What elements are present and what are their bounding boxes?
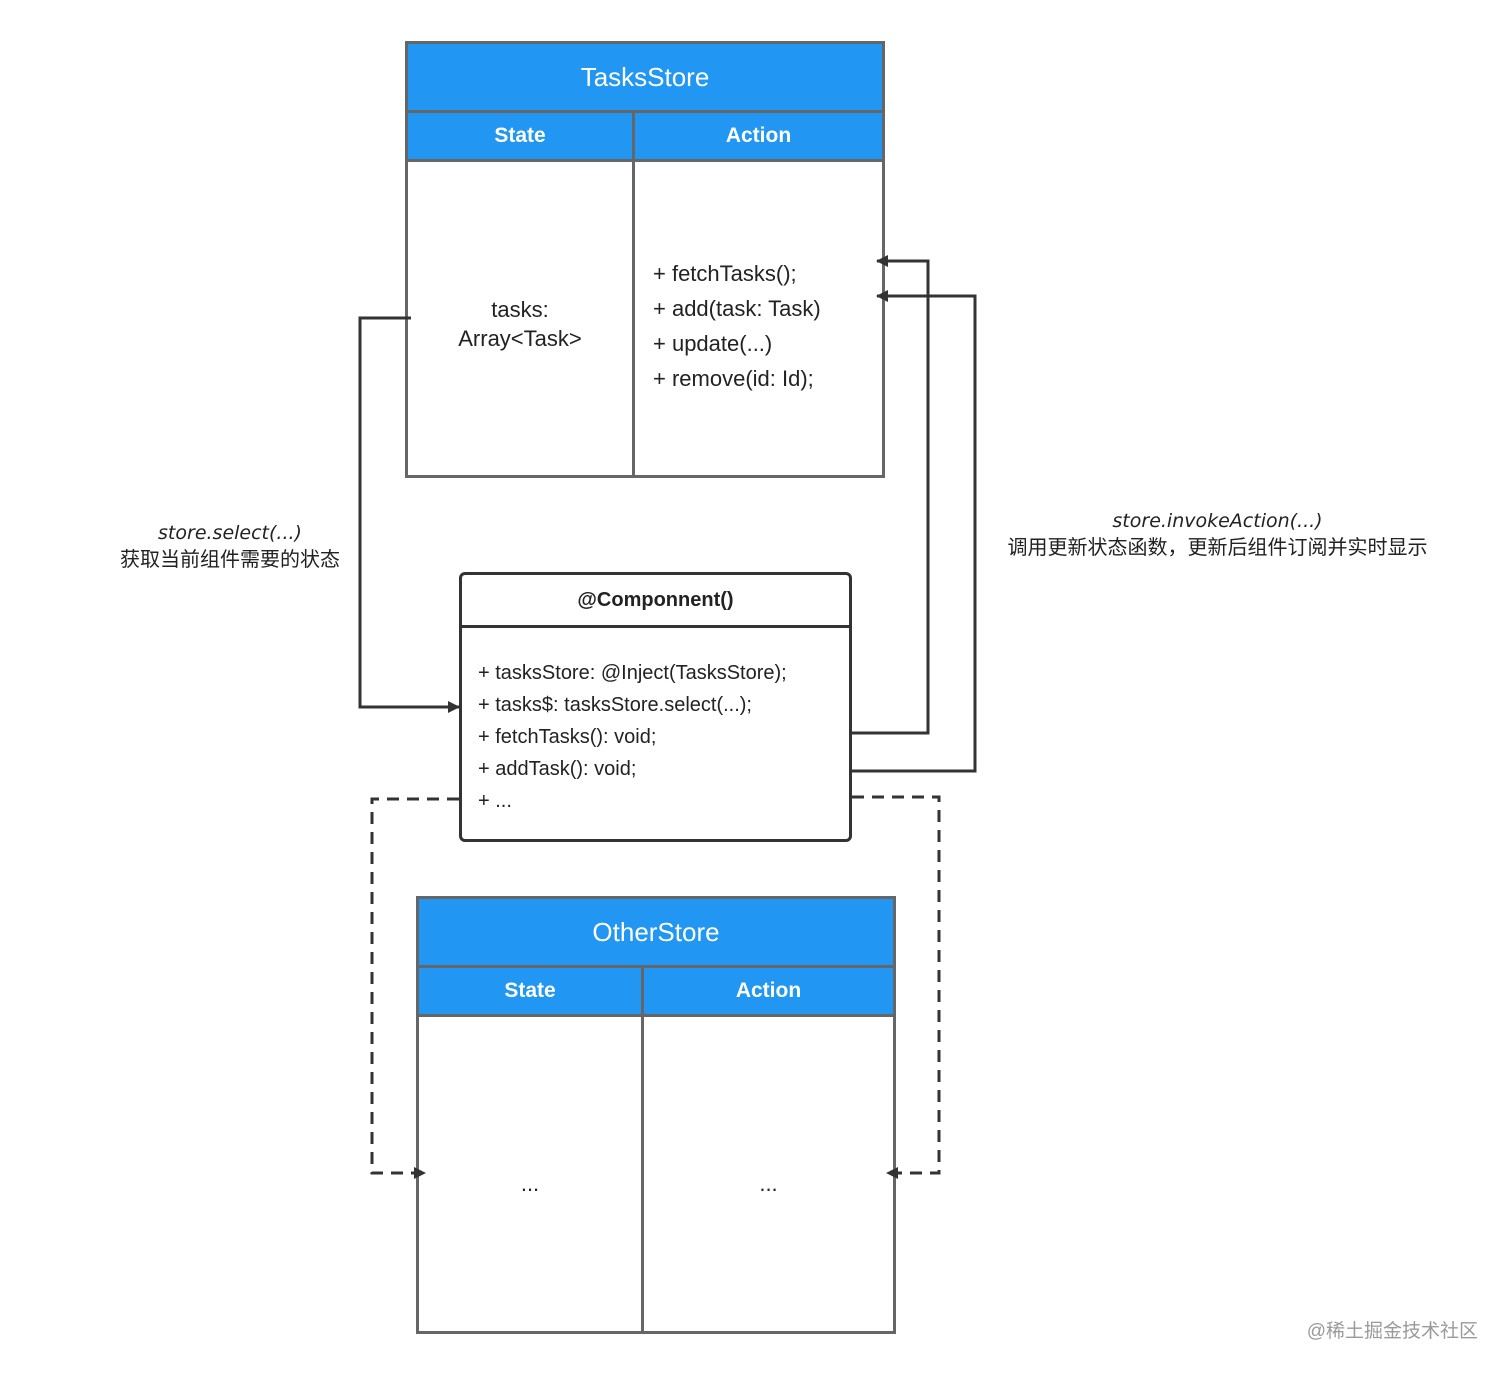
select-annotation: store.select(...) 获取当前组件需要的状态 [100,520,360,574]
member-fetch-tasks: + fetchTasks(): void; [478,726,657,748]
select-code-label: store.select(...) [158,522,302,544]
tasks-store-state-content: tasks: Array<Task> [408,295,632,353]
tasks-store: TasksStore State Action tasks: Array<Tas… [405,41,885,478]
invoke-fetch-connector [852,255,930,735]
component-box: @Componnent() + tasksStore: @Inject(Task… [459,572,852,842]
other-store-action-content: ... [759,1171,778,1196]
action-remove: + remove(id: Id); [653,366,814,391]
state-line-type: Array<Task> [458,326,582,351]
component-title: @Componnent() [462,575,849,628]
invoke-annotation: store.invokeAction(...) 调用更新状态函数，更新后组件订阅… [985,508,1450,562]
tasks-store-state-header: State [408,113,632,162]
other-store: OtherStore State Action ... ... [416,896,896,1334]
action-fetch-tasks: + fetchTasks(); [653,261,797,286]
other-store-column-divider [641,965,644,1331]
tasks-store-action-list: + fetchTasks(); + add(task: Task) + upda… [653,256,821,396]
other-store-state-content: ... [520,1171,540,1196]
other-store-title: OtherStore [419,899,893,968]
tasks-store-column-divider [632,110,635,475]
select-connector [358,316,460,713]
member-ellipsis: + ... [478,790,512,812]
tasks-store-action-header: Action [635,113,882,162]
component-member-list: + tasksStore: @Inject(TasksStore); + tas… [478,657,787,817]
member-tasks-observable: + tasks$: tasksStore.select(...); [478,694,752,716]
tasks-store-title: TasksStore [408,44,882,113]
invoke-add-connector [852,290,977,773]
other-store-action-header: Action [644,968,893,1017]
select-description-label: 获取当前组件需要的状态 [120,549,340,571]
other-store-state-header: State [419,968,641,1017]
invoke-code-label: store.invokeAction(...) [1112,510,1323,532]
member-add-task: + addTask(): void; [478,758,637,780]
state-line-name: tasks: [491,297,549,322]
member-tasks-store: + tasksStore: @Inject(TasksStore); [478,662,787,684]
action-update: + update(...) [653,331,773,356]
other-state-dashed-connector [370,797,459,1179]
invoke-description-label: 调用更新状态函数，更新后组件订阅并实时显示 [1007,537,1428,559]
action-add: + add(task: Task) [653,296,821,321]
other-action-dashed-connector [852,795,941,1179]
watermark: @稀土掘金技术社区 [1306,1321,1478,1342]
